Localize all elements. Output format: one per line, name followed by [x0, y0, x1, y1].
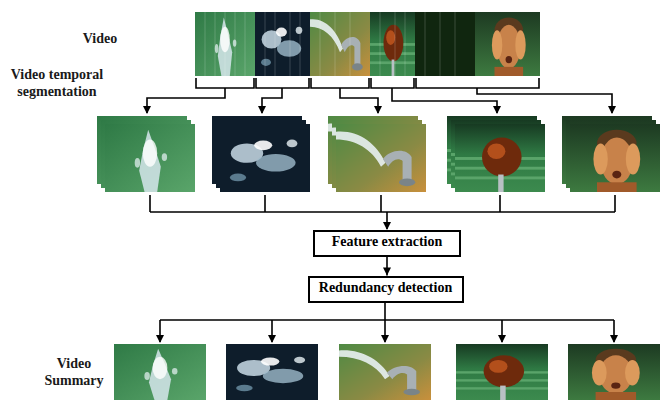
clip-stack [447, 116, 545, 192]
clip-stack [97, 116, 195, 192]
strip-segment [475, 12, 540, 76]
segment-arrow [477, 88, 612, 113]
bracket [371, 78, 414, 88]
stage-label: Video Summary [38, 355, 110, 389]
clip-frame [455, 124, 545, 192]
box-text: Redundancy detection [318, 278, 454, 298]
clip-stack [328, 116, 426, 192]
strip-segment [370, 12, 415, 76]
merge-line [150, 195, 615, 212]
key-frame [568, 344, 660, 400]
video-strip [195, 12, 540, 76]
key-frame [339, 344, 431, 400]
box-text: Feature extraction [323, 232, 451, 252]
key-frame [226, 344, 318, 400]
segment-brackets [147, 78, 612, 113]
summary-frames [114, 344, 660, 400]
clip-frame [220, 124, 310, 192]
clip-frame [105, 124, 195, 192]
flow-arrow [383, 257, 391, 276]
frame-lines [205, 12, 455, 76]
process-box: Redundancy detection [308, 276, 464, 303]
segment-arrow [262, 88, 282, 113]
key-frame [114, 344, 206, 400]
segment-arrow [392, 88, 497, 113]
stage-label: Video temporal segmentation [2, 66, 112, 100]
segment-arrow [147, 88, 225, 113]
clip-frame [570, 124, 660, 192]
split-arrow [271, 320, 273, 342]
split-line [160, 302, 614, 320]
split-arrow [159, 320, 161, 342]
arrow-head [383, 268, 391, 276]
bracket [256, 78, 309, 88]
bracket [311, 78, 369, 88]
bracket [416, 78, 539, 88]
split-arrow [501, 320, 503, 342]
merge-arrow [386, 212, 388, 229]
strip-segment [415, 12, 475, 76]
merge-lines [150, 195, 615, 229]
key-frame [456, 344, 548, 400]
clip-stack [562, 116, 660, 192]
process-box: Feature extraction [313, 230, 461, 257]
strip-segment [255, 12, 310, 76]
split-arrow [613, 320, 615, 342]
split-lines [160, 302, 614, 342]
stage-label: Video [60, 30, 140, 47]
segment-stacks [97, 116, 660, 192]
frame-line [205, 12, 455, 76]
clip-stack [212, 116, 310, 192]
strip-segment [310, 12, 370, 76]
clip-frame [336, 124, 426, 192]
split-arrow [384, 320, 386, 342]
segment-arrow [340, 88, 378, 113]
bracket [196, 78, 254, 88]
